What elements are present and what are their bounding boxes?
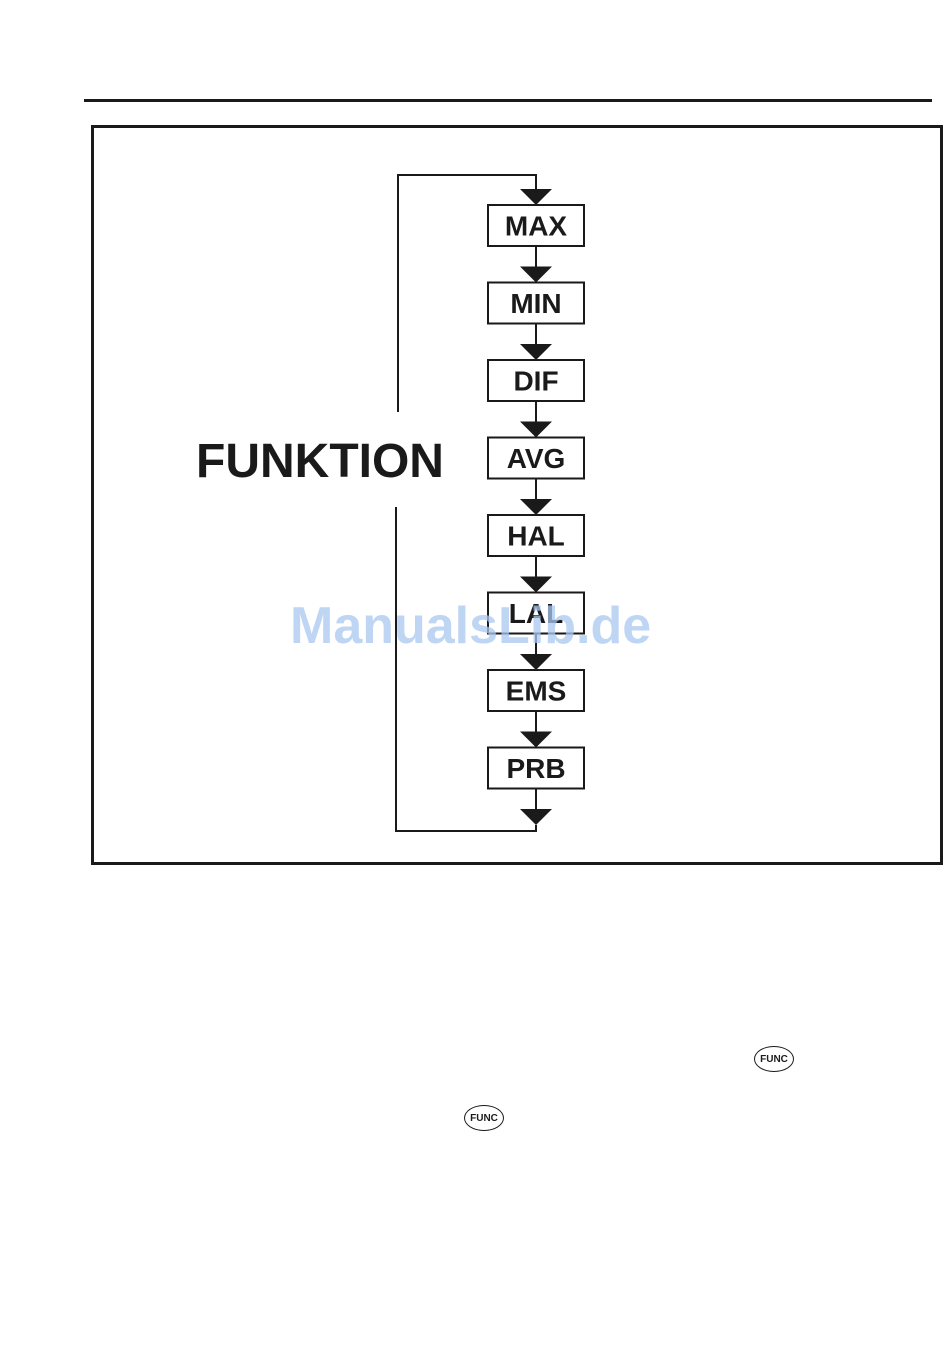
flow-arrow-icon: [520, 577, 552, 593]
watermark: ManualsLib.de: [290, 596, 670, 656]
flow-arrow-icon: [520, 654, 552, 670]
function-title: FUNKTION: [196, 435, 444, 488]
flow-arrow-icon: [520, 422, 552, 438]
flow-arrow-icon: [520, 732, 552, 748]
flow-arrow-icon: [520, 499, 552, 515]
func-button-icon: FUNC: [754, 1046, 794, 1072]
flow-step-label-max: MAX: [505, 211, 568, 242]
flow-step-label-dif: DIF: [513, 366, 558, 397]
flow-step-label-ems: EMS: [506, 676, 567, 707]
flow-connectors: [396, 175, 552, 831]
flow-arrow-icon: [520, 809, 552, 825]
flow-arrow-icon: [520, 189, 552, 205]
func-button-icon: FUNC: [464, 1105, 504, 1131]
flow-arrow-icon: [520, 344, 552, 360]
flow-step-label-avg: AVG: [507, 443, 566, 474]
flow-arrow-icon: [520, 267, 552, 283]
flow-step-label-min: MIN: [510, 288, 561, 319]
flow-step-label-hal: HAL: [507, 521, 565, 552]
flow-step-label-prb: PRB: [506, 753, 565, 784]
